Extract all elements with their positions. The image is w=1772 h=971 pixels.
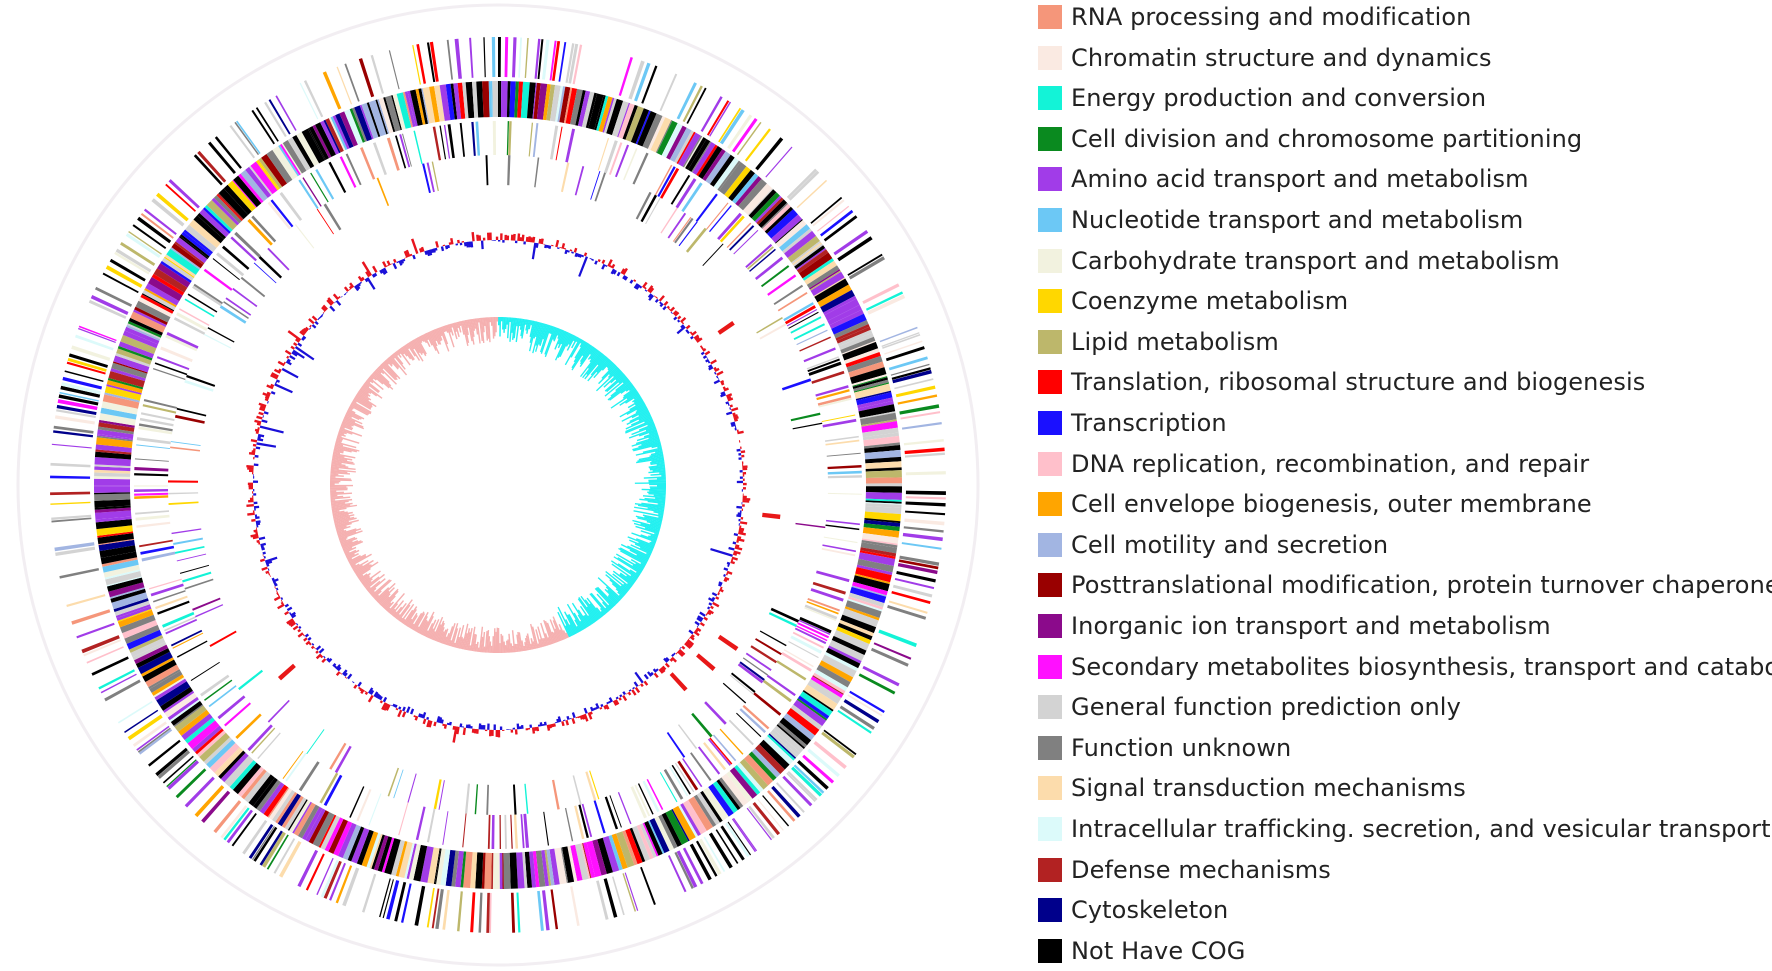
legend-swatch <box>1038 898 1062 923</box>
legend-item: Cell motility and secretion <box>1038 527 1388 563</box>
legend-swatch <box>1038 370 1062 395</box>
legend-label: Inorganic ion transport and metabolism <box>1071 612 1551 640</box>
gc-content-track <box>246 231 751 743</box>
legend-swatch <box>1038 573 1062 598</box>
legend-item: Not Have COG <box>1038 933 1245 969</box>
legend-item: Chromatin structure and dynamics <box>1038 40 1492 76</box>
legend-swatch <box>1038 492 1062 517</box>
rrna-track <box>277 320 781 692</box>
legend-label: Cell envelope biogenesis, outer membrane <box>1071 490 1592 519</box>
legend-item: Function unknown <box>1038 730 1291 766</box>
outer-cog-ring-reverse <box>94 81 902 889</box>
legend-swatch <box>1038 735 1062 760</box>
legend-label: Nucleotide transport and metabolism <box>1071 206 1524 234</box>
legend-swatch <box>1038 45 1062 70</box>
legend-swatch <box>1038 532 1062 557</box>
legend-label: Energy production and conversion <box>1071 84 1487 113</box>
legend-item: Transcription <box>1038 405 1227 441</box>
cog-ring-sparse-forward <box>134 121 862 849</box>
legend-swatch <box>1038 167 1062 192</box>
legend-item: RNA processing and modification <box>1038 0 1471 35</box>
legend-item: Cytoskeleton <box>1038 892 1228 928</box>
gc-skew-track <box>330 317 666 653</box>
legend-swatch <box>1038 817 1062 841</box>
legend-item: Nucleotide transport and metabolism <box>1038 202 1523 238</box>
outer-cog-ring-forward <box>50 37 946 933</box>
legend-label: DNA replication, recombination, and repa… <box>1071 449 1590 478</box>
legend-item: Cell envelope biogenesis, outer membrane <box>1038 486 1592 522</box>
legend-item: Intracellular trafficking. secretion, an… <box>1038 811 1771 847</box>
legend-swatch <box>1038 248 1062 273</box>
legend-swatch <box>1038 411 1062 435</box>
genome-circle-map <box>16 3 980 967</box>
legend-item: Coenzyme metabolism <box>1038 283 1348 319</box>
legend-item: DNA replication, recombination, and repa… <box>1038 446 1589 482</box>
legend-item: Lipid metabolism <box>1038 324 1279 360</box>
legend-item: Defense mechanisms <box>1038 852 1331 888</box>
legend-swatch <box>1038 86 1062 111</box>
cog-ring-sparse-reverse <box>168 155 826 815</box>
legend-label: Posttranslational modification, protein … <box>1071 571 1772 600</box>
legend-label: RNA processing and modification <box>1071 3 1472 31</box>
legend-item: Carbohydrate transport and metabolism <box>1038 243 1560 279</box>
legend-label: Not Have COG <box>1071 936 1246 965</box>
legend-label: Cell division and chromosome partitionin… <box>1071 124 1583 153</box>
legend-item: Amino acid transport and metabolism <box>1038 161 1529 197</box>
legend-label: Cell motility and secretion <box>1071 530 1389 559</box>
legend-swatch <box>1038 938 1062 963</box>
legend-swatch <box>1038 776 1062 801</box>
legend-swatch <box>1038 208 1062 232</box>
legend-label: Signal transduction mechanisms <box>1071 774 1466 803</box>
legend-item: Cell division and chromosome partitionin… <box>1038 121 1582 157</box>
legend-swatch <box>1038 329 1062 354</box>
legend-swatch <box>1038 695 1062 720</box>
legend-item: Translation, ribosomal structure and bio… <box>1038 364 1645 400</box>
legend-label: Function unknown <box>1071 733 1292 762</box>
legend-swatch <box>1038 5 1062 29</box>
legend-label: Amino acid transport and metabolism <box>1071 165 1529 194</box>
legend-swatch <box>1038 857 1062 882</box>
legend-label: General function prediction only <box>1071 693 1461 722</box>
legend-label: Cytoskeleton <box>1071 896 1229 925</box>
legend-swatch <box>1038 451 1062 476</box>
legend-item: General function prediction only <box>1038 689 1461 725</box>
legend-label: Secondary metabolites biosynthesis, tran… <box>1071 652 1772 681</box>
legend-label: Coenzyme metabolism <box>1071 287 1349 316</box>
legend-label: Translation, ribosomal structure and bio… <box>1071 368 1646 397</box>
legend-item: Signal transduction mechanisms <box>1038 770 1466 806</box>
legend-label: Chromatin structure and dynamics <box>1071 43 1492 72</box>
legend-label: Carbohydrate transport and metabolism <box>1071 246 1560 275</box>
legend-label: Defense mechanisms <box>1071 855 1331 884</box>
legend-item: Secondary metabolites biosynthesis, tran… <box>1038 649 1772 685</box>
legend-label: Lipid metabolism <box>1071 327 1279 356</box>
legend-swatch <box>1038 614 1062 638</box>
legend-item: Inorganic ion transport and metabolism <box>1038 608 1551 644</box>
legend-swatch <box>1038 654 1062 679</box>
legend-swatch <box>1038 126 1062 151</box>
legend-label: Intracellular trafficking. secretion, an… <box>1071 815 1771 843</box>
legend-item: Energy production and conversion <box>1038 80 1486 116</box>
legend-item: Posttranslational modification, protein … <box>1038 567 1772 603</box>
legend-label: Transcription <box>1071 409 1227 437</box>
legend-swatch <box>1038 289 1062 314</box>
